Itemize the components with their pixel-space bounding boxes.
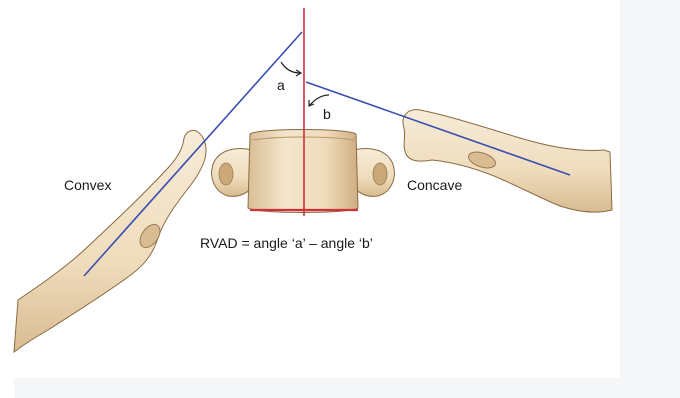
rvad-formula: RVAD = angle ‘a’ – angle ‘b’ (200, 235, 373, 251)
vertebra-left-facet (219, 163, 233, 185)
vertebral-body (248, 130, 358, 213)
convex-rib (14, 130, 206, 352)
angle-b-label: b (323, 106, 331, 122)
right-margin-strip (620, 0, 680, 398)
concave-rib (403, 110, 612, 212)
angle-a-label: a (277, 77, 285, 93)
vertebra-right-facet (373, 163, 387, 185)
convex-label: Convex (64, 177, 111, 193)
bottom-margin-strip (14, 378, 680, 398)
concave-label: Concave (407, 177, 462, 193)
